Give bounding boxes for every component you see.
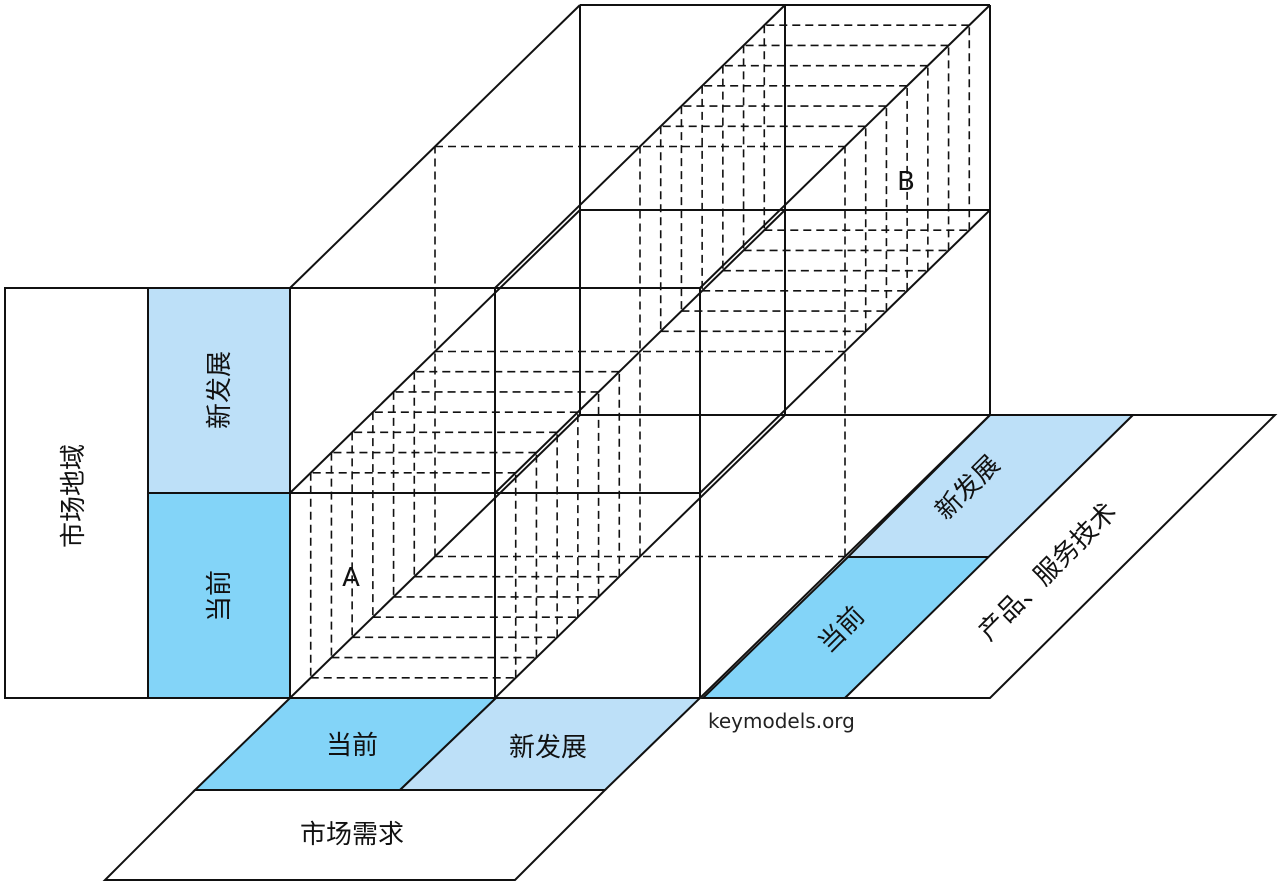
bottom-face-depth-edge	[494, 414, 786, 699]
left-axis-new-cell	[147, 287, 291, 494]
left-axis-current-cell	[147, 492, 291, 699]
right-face-depth-edge	[699, 414, 991, 699]
left-axis-new-label: 新发展	[205, 351, 235, 429]
bottom-axis-new-label: 新发展	[509, 733, 587, 763]
cube-b-label: B	[897, 167, 915, 197]
left-face-depth-edge	[289, 414, 581, 699]
right-face-depth-edge	[699, 209, 991, 494]
bottom-axis-current-label: 当前	[326, 731, 378, 761]
inner-depth-edge	[494, 209, 786, 494]
bottom-axis-title-cell	[102, 789, 608, 881]
cube-a-label: A	[342, 563, 360, 593]
top-face-depth-edge	[699, 4, 991, 289]
cube-grid	[289, 4, 991, 699]
bottom-axis-title: 市场需求	[300, 820, 404, 850]
top-face-depth-edge	[289, 4, 581, 289]
top-face-depth-edge	[494, 4, 786, 289]
left-axis-current-label: 当前	[205, 570, 235, 622]
left-face-depth-edge	[289, 209, 581, 494]
watermark: keymodels.org	[708, 709, 855, 733]
left-axis-title: 市场地域	[59, 444, 89, 548]
right-axis-title-cell	[842, 414, 1278, 699]
left-axis-title-cell	[4, 287, 149, 699]
